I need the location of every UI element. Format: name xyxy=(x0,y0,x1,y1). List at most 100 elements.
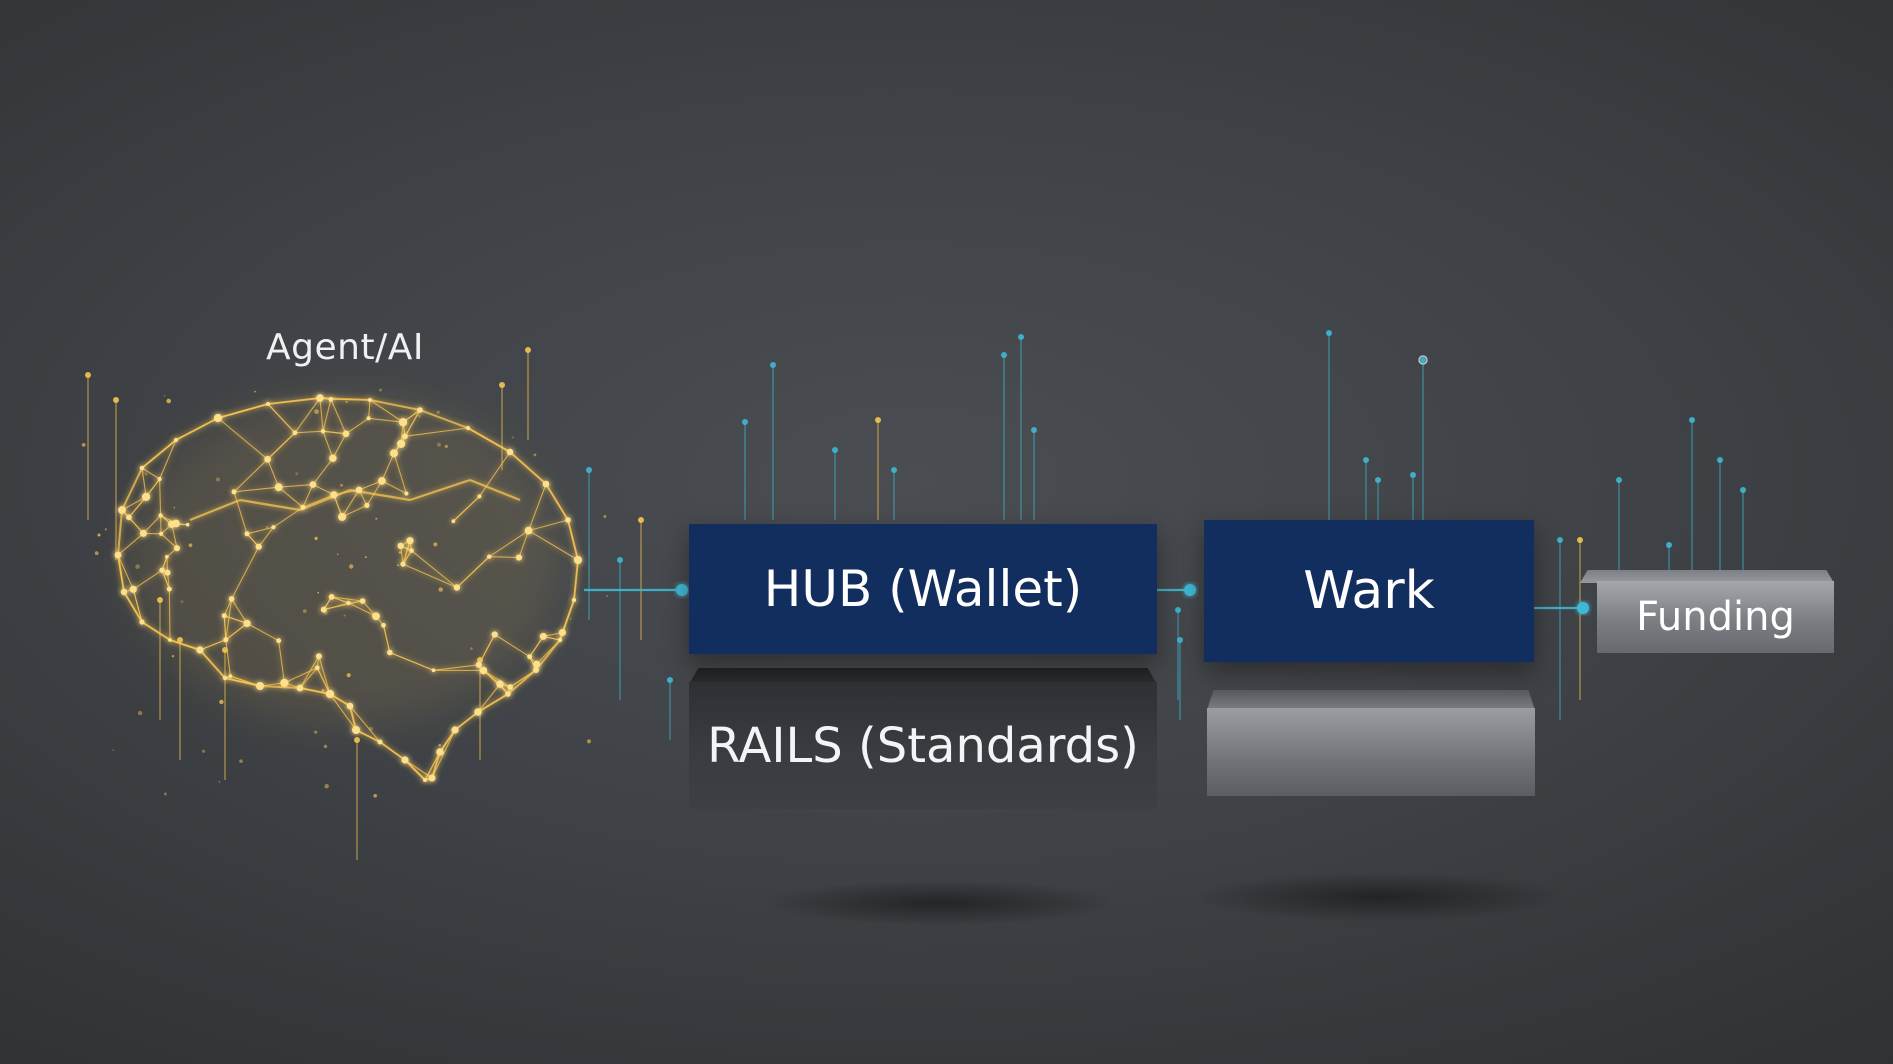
brain-edge xyxy=(331,596,363,602)
brain-edge xyxy=(404,427,469,437)
sparkle-dot xyxy=(891,467,897,473)
brain-edge xyxy=(402,563,458,589)
brain-node xyxy=(164,569,171,576)
brain-edge xyxy=(528,519,569,532)
brain-edge xyxy=(267,459,280,488)
brain-edge xyxy=(382,625,391,653)
funding-box-top-edge xyxy=(1580,570,1834,583)
brain-edge xyxy=(294,397,321,434)
wark-box: Wark xyxy=(1204,520,1534,662)
brain-edge xyxy=(381,480,407,494)
brain-node xyxy=(185,522,190,527)
brain-edge xyxy=(393,453,407,494)
brain-edge xyxy=(518,530,530,558)
brain-node xyxy=(359,598,366,604)
brain-edge xyxy=(117,509,123,556)
brain-edge xyxy=(494,634,530,658)
brain-edge xyxy=(411,550,458,588)
brain-edge xyxy=(536,639,561,665)
brain-edge xyxy=(199,649,226,679)
brain-node xyxy=(266,402,270,406)
brain-edge xyxy=(469,478,521,502)
brain-node xyxy=(213,413,223,423)
brain-node xyxy=(159,531,164,536)
brain-node xyxy=(390,449,398,458)
brain-edge xyxy=(141,439,177,469)
brain-edge xyxy=(259,685,301,689)
brain-node xyxy=(574,556,582,564)
brain-node xyxy=(533,667,539,673)
sparkle-dot xyxy=(1018,334,1024,340)
grey-block xyxy=(1207,708,1535,796)
brain-node xyxy=(465,425,471,431)
brain-edge xyxy=(454,711,479,731)
brain-edge xyxy=(121,496,147,511)
brain-node xyxy=(431,668,436,673)
brain-node xyxy=(292,430,298,436)
brain-node xyxy=(222,675,228,681)
sparkle-dot xyxy=(202,749,206,753)
rails-box-top-edge xyxy=(689,668,1157,684)
brain-node xyxy=(271,525,276,530)
sparkle-dot xyxy=(113,397,119,403)
brain-node xyxy=(401,756,409,764)
brain-node xyxy=(165,554,169,559)
brain-edge xyxy=(121,467,143,511)
brain-edge xyxy=(316,667,331,695)
sparkle-dot xyxy=(1666,542,1672,548)
funding-box: Funding xyxy=(1597,581,1834,653)
sparkle-dot xyxy=(163,394,166,397)
brain-edge xyxy=(330,399,347,435)
brain-edge xyxy=(567,519,579,561)
sparkle-dot xyxy=(81,443,86,447)
sparkle-dot xyxy=(85,372,91,378)
sparkle-dot xyxy=(1031,427,1037,433)
brain-edge xyxy=(159,439,177,480)
agent-label: Agent/AI xyxy=(266,327,424,368)
brain-edge xyxy=(217,417,268,460)
brain-node xyxy=(256,682,264,690)
brain-edge xyxy=(312,457,334,485)
brain-edge xyxy=(402,550,412,565)
brain-edge xyxy=(123,591,143,623)
brain-edge xyxy=(456,556,490,588)
brain-node xyxy=(316,394,324,402)
brain-edge xyxy=(404,759,426,781)
sparkle-dot xyxy=(163,792,167,796)
connector-node xyxy=(1184,584,1196,596)
brain-edge xyxy=(160,533,178,549)
brain-edge xyxy=(478,451,511,497)
sparkle-dot xyxy=(1326,330,1332,336)
brain-node xyxy=(366,416,371,421)
brain-edge xyxy=(246,526,274,535)
brain-node xyxy=(342,430,350,438)
brain-edge xyxy=(535,639,561,671)
brain-node xyxy=(346,702,354,710)
sparkle-node xyxy=(1418,355,1428,365)
brain-node xyxy=(139,529,147,537)
sparkle-dot xyxy=(533,453,537,457)
brain-edge xyxy=(132,589,143,623)
brain-edge xyxy=(348,602,377,617)
brain-edge xyxy=(117,532,144,556)
brain-edge xyxy=(278,484,313,488)
sparkle-dot xyxy=(239,759,243,763)
brain-node xyxy=(451,519,456,524)
brain-node xyxy=(114,551,122,559)
brain-node xyxy=(244,531,250,537)
sparkle-dot xyxy=(1375,477,1381,483)
brain-edge xyxy=(225,639,231,677)
brain-node xyxy=(381,622,386,628)
brain-edge xyxy=(169,639,201,651)
sparkle-dot xyxy=(875,417,881,423)
brain-edge xyxy=(267,397,321,405)
brain-node xyxy=(157,476,162,482)
brain-node xyxy=(196,646,204,654)
brain-node xyxy=(168,638,172,642)
brain-edge xyxy=(368,417,404,423)
brain-node xyxy=(174,545,180,552)
wark-label: Wark xyxy=(1303,561,1435,621)
brain-node xyxy=(280,678,289,688)
brain-edge xyxy=(141,621,171,641)
